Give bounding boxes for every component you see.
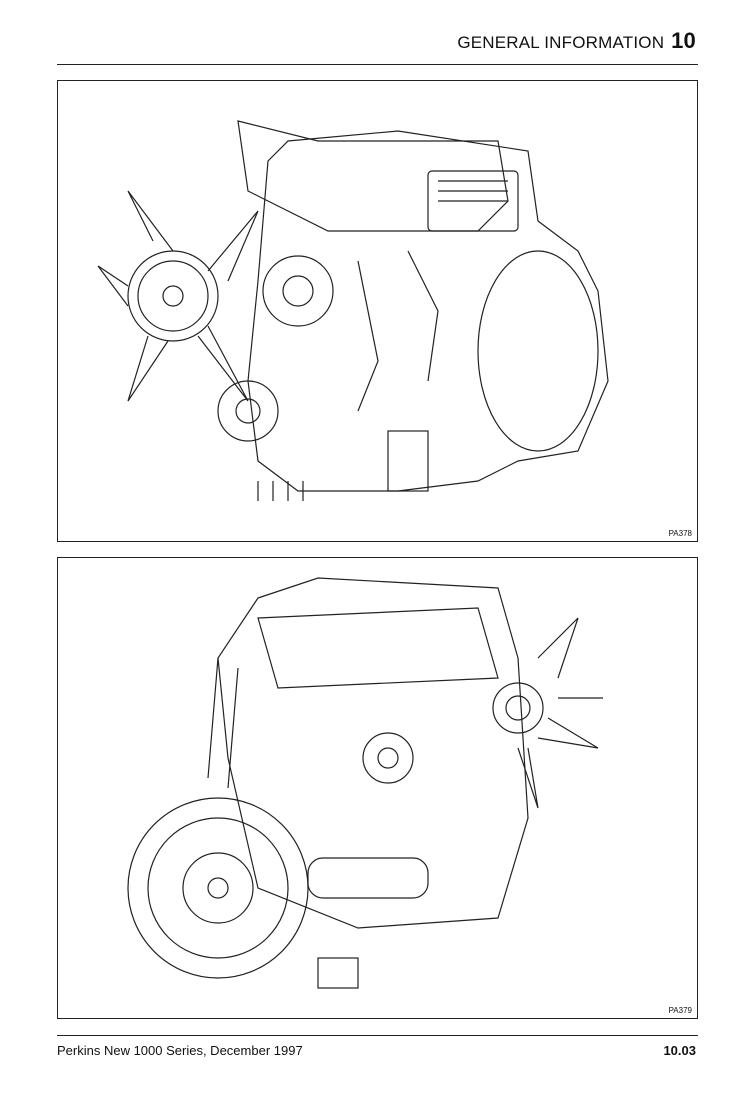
page-header: GENERAL INFORMATION 10 [457, 28, 696, 54]
engine-illustration-front [97, 120, 609, 501]
chapter-number: 10 [671, 28, 696, 53]
figure-code: PA379 [668, 1006, 692, 1015]
header-rule [57, 64, 698, 65]
figure-engine-front: PA378 [57, 80, 698, 542]
footer-publication: Perkins New 1000 Series, December 1997 [57, 1043, 303, 1058]
header-title: GENERAL INFORMATION [457, 33, 665, 52]
figure-engine-rear: PA379 [57, 557, 698, 1019]
footer-rule [57, 1035, 698, 1036]
page-number: 10.03 [663, 1043, 696, 1058]
figure-code: PA378 [668, 529, 692, 538]
engine-illustration-rear [127, 577, 603, 989]
